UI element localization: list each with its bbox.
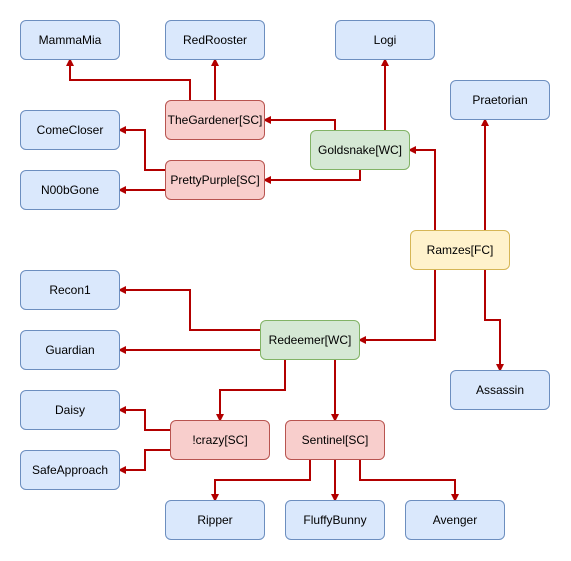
node-label: TheGardener[SC] xyxy=(167,113,263,127)
node-crazy[interactable]: !crazy[SC] xyxy=(170,420,270,460)
node-label: N00bGone xyxy=(40,183,100,197)
node-label: !crazy[SC] xyxy=(192,433,248,447)
node-label: Avenger xyxy=(432,513,478,527)
node-comecloser[interactable]: ComeCloser xyxy=(20,110,120,150)
edge-sentinel-to-avenger xyxy=(359,460,459,502)
node-label: Redeemer[WC] xyxy=(268,333,352,347)
node-prettypurple[interactable]: PrettyPurple[SC] xyxy=(165,160,265,200)
node-label: Assassin xyxy=(475,383,525,397)
edge-goldsnake-to-prettypurple xyxy=(263,170,361,184)
node-label: Praetorian xyxy=(472,93,528,107)
node-label: Recon1 xyxy=(49,283,91,297)
node-label: Ramzes[FC] xyxy=(426,243,494,257)
node-label: Ripper xyxy=(197,513,233,527)
node-label: FluffyBunny xyxy=(303,513,367,527)
node-assassin[interactable]: Assassin xyxy=(450,370,550,410)
edge-redeemer-to-crazy xyxy=(216,360,286,422)
node-logi[interactable]: Logi xyxy=(335,20,435,60)
node-fluffybunny[interactable]: FluffyBunny xyxy=(285,500,385,540)
node-label: Daisy xyxy=(54,403,85,417)
node-thegardener[interactable]: TheGardener[SC] xyxy=(165,100,265,140)
node-safeapproach[interactable]: SafeApproach xyxy=(20,450,120,490)
node-label: Guardian xyxy=(45,343,95,357)
edge-thegardener-to-mammamia xyxy=(66,58,191,100)
node-redrooster[interactable]: RedRooster xyxy=(165,20,265,60)
node-praetorian[interactable]: Praetorian xyxy=(450,80,550,120)
node-n00bgone[interactable]: N00bGone xyxy=(20,170,120,210)
node-goldsnake[interactable]: Goldsnake[WC] xyxy=(310,130,410,170)
edge-goldsnake-to-thegardener xyxy=(263,116,336,130)
node-label: ComeCloser xyxy=(36,123,104,137)
node-avenger[interactable]: Avenger xyxy=(405,500,505,540)
edge-crazy-to-safeapproach xyxy=(118,449,170,474)
edge-crazy-to-daisy xyxy=(118,406,170,431)
node-recon1[interactable]: Recon1 xyxy=(20,270,120,310)
edge-ramzes-to-assassin xyxy=(484,270,504,372)
edge-sentinel-to-ripper xyxy=(211,460,311,502)
node-label: MammaMia xyxy=(38,33,102,47)
node-daisy[interactable]: Daisy xyxy=(20,390,120,430)
edge-prettypurple-to-comecloser xyxy=(118,126,165,171)
node-label: Goldsnake[WC] xyxy=(317,143,403,157)
edge-ramzes-to-goldsnake xyxy=(408,146,436,230)
node-label: PrettyPurple[SC] xyxy=(170,173,260,187)
node-label: Logi xyxy=(373,33,397,47)
node-label: SafeApproach xyxy=(31,463,109,477)
node-ripper[interactable]: Ripper xyxy=(165,500,265,540)
node-mammamia[interactable]: MammaMia xyxy=(20,20,120,60)
edge-ramzes-to-redeemer xyxy=(358,270,436,344)
edge-redeemer-to-recon1 xyxy=(118,286,260,331)
node-redeemer[interactable]: Redeemer[WC] xyxy=(260,320,360,360)
node-ramzes[interactable]: Ramzes[FC] xyxy=(410,230,510,270)
node-label: RedRooster xyxy=(182,33,248,47)
node-guardian[interactable]: Guardian xyxy=(20,330,120,370)
node-sentinel[interactable]: Sentinel[SC] xyxy=(285,420,385,460)
node-label: Sentinel[SC] xyxy=(301,433,369,447)
